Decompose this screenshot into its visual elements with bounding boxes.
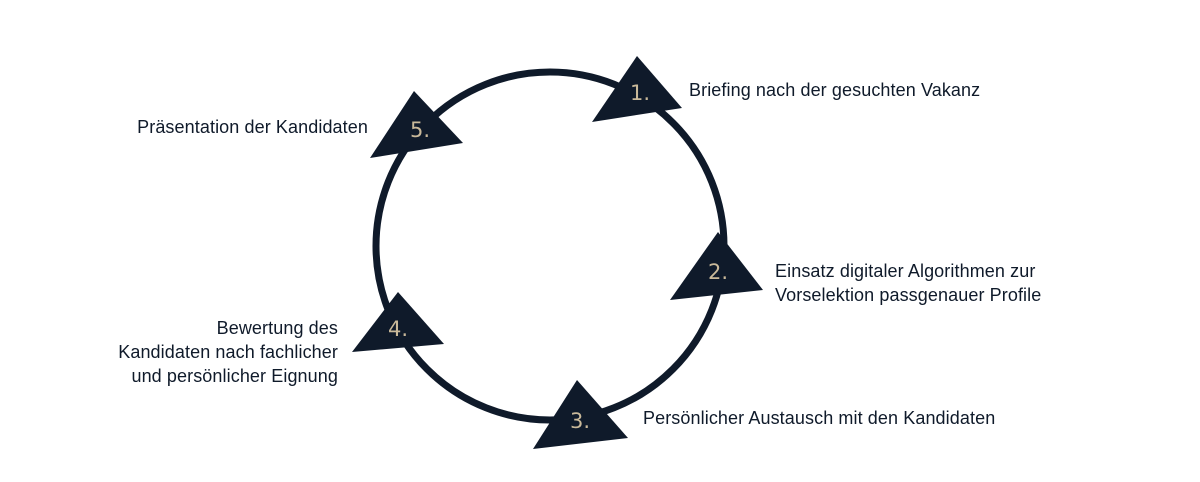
step-2-label: Einsatz digitaler Algorithmen zur Vorsel…	[775, 259, 1041, 307]
step-3-arrow: 3.	[533, 380, 628, 449]
step-2-arrow-shape	[670, 232, 763, 300]
step-4-arrow-shape	[352, 292, 444, 352]
step-1-number: 1.	[630, 81, 650, 105]
step-3-number: 3.	[570, 409, 590, 433]
step-1-arrow-shape	[592, 56, 682, 122]
step-4-label-line: Bewertung des	[216, 318, 338, 338]
step-4-label-line: Kandidaten nach fachlicher	[118, 342, 338, 362]
step-3-label-line: Persönlicher Austausch mit den Kandidate…	[643, 408, 996, 428]
step-2-arrow: 2.	[670, 232, 763, 300]
step-4-label-line: und persönlicher Eignung	[131, 366, 338, 386]
step-1-label-line: Briefing nach der gesuchten Vakanz	[689, 80, 981, 100]
step-5-arrow: 5.	[370, 91, 463, 158]
step-2-label-line: Einsatz digitaler Algorithmen zur	[775, 261, 1036, 281]
step-1-label: Briefing nach der gesuchten Vakanz	[689, 78, 980, 102]
step-5-label: Präsentation der Kandidaten	[60, 115, 368, 139]
step-4-label: Bewertung des Kandidaten nach fachlicher…	[70, 316, 338, 388]
step-2-number: 2.	[708, 260, 728, 284]
step-5-number: 5.	[410, 118, 430, 142]
step-3-label: Persönlicher Austausch mit den Kandidate…	[643, 406, 995, 430]
step-5-arrow-shape	[370, 91, 463, 158]
step-1-arrow: 1.	[592, 56, 682, 122]
step-2-label-line: Vorselektion passgenauer Profile	[775, 285, 1042, 305]
step-4-number: 4.	[388, 317, 408, 341]
step-4-arrow: 4.	[352, 292, 444, 352]
step-5-label-line: Präsentation der Kandidaten	[137, 117, 368, 137]
step-3-arrow-shape	[533, 380, 628, 449]
